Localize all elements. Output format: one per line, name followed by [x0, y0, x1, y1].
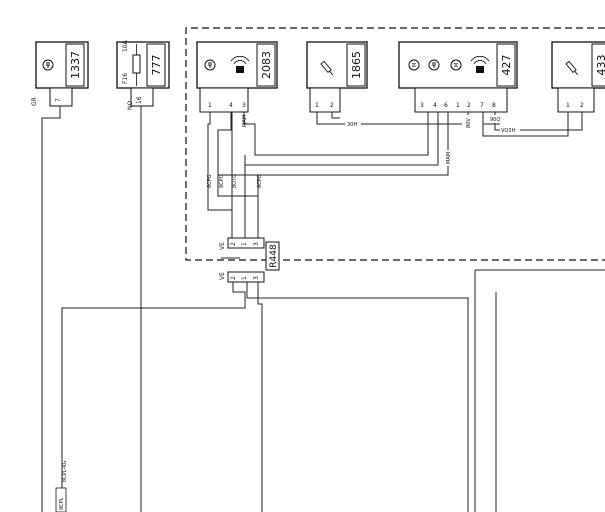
- pin-2083-3: 3: [242, 102, 246, 109]
- component-777: 777 F16 10A 16: [116, 39, 170, 107]
- pin-433-2: 2: [580, 102, 584, 109]
- wire-label-80v: 80V: [466, 118, 472, 128]
- r448-top-pin-1: 1: [241, 242, 248, 246]
- wire-label-8cpo-2: 8CPO: [257, 174, 263, 188]
- wire-label-8cpl-rg: 8CPL-RG: [62, 460, 68, 482]
- component-id-433: 433: [595, 55, 605, 76]
- connector-color-top: VE: [219, 242, 226, 250]
- fuse-label: F16: [122, 73, 129, 84]
- pin-1865-1: 1: [315, 102, 319, 109]
- r448-bottom-pin-3: 3: [253, 276, 260, 280]
- ground-icon: [42, 59, 54, 71]
- bottom-connector-tag: [55, 487, 67, 512]
- component-id-777: 777: [150, 55, 163, 76]
- svg-text:M: M: [412, 63, 418, 67]
- horn-icon: [204, 59, 216, 71]
- pin-2083-1: 1: [208, 102, 212, 109]
- wire-label-8cpo-1: 8CPO: [219, 174, 225, 188]
- pin-1337-7: 7: [55, 98, 62, 102]
- component-id-2083: 2083: [260, 51, 273, 79]
- component-id-427: 427: [500, 55, 513, 76]
- pin-427-4: 4: [433, 102, 437, 109]
- enclosure-dashed: [185, 27, 605, 261]
- r448-top-pin-2: 2: [230, 242, 237, 246]
- svg-text:M: M: [454, 63, 460, 67]
- pin-1865-2: 2: [330, 102, 334, 109]
- component-1337: 1337 7: [35, 41, 89, 107]
- wire-label-gr: GR: [31, 97, 38, 106]
- r448-top-pin-3: 3: [253, 242, 260, 246]
- pin-427-7: 7: [480, 102, 484, 109]
- wire-label-8cpg: 8CPG: [207, 174, 213, 188]
- component-427: 427 M M 3 4 6 1 2 7 8: [398, 41, 518, 113]
- wire-label-no: NO: [127, 101, 134, 110]
- component-1865: 1865 1 2: [306, 41, 368, 113]
- sensor-icon: [320, 60, 334, 76]
- bottom-tag-label: 8CPL: [59, 497, 65, 510]
- pin-777-16: 16: [136, 96, 143, 104]
- pin-433-1: 1: [566, 102, 570, 109]
- pin-427-1: 1: [456, 102, 460, 109]
- r448-bottom-pin-2: 2: [230, 276, 237, 280]
- wire-label-8otg: 8OTG: [232, 174, 238, 188]
- component-2083: 2083 1 4 3: [196, 41, 278, 113]
- sensor-icon: [565, 60, 579, 76]
- motor-icon: M: [408, 59, 420, 71]
- fuse-icon: [132, 54, 141, 74]
- connector-r448: 2 1 3 R448 VE 2 1 3 VE: [219, 237, 280, 283]
- component-id-1337: 1337: [69, 51, 82, 79]
- pin-427-3: 3: [420, 102, 424, 109]
- component-id-1865: 1865: [350, 51, 363, 79]
- wire-label-vo3h: VO3H: [501, 128, 515, 134]
- pin-427-6: 6: [444, 102, 448, 109]
- wire-label-mam-427: MAM: [446, 152, 452, 164]
- pin-427-8: 8: [492, 102, 496, 109]
- wire-label-90q: 90Q: [490, 117, 500, 123]
- siren-icon: [230, 55, 250, 73]
- fuse-rating: 10A: [122, 39, 129, 52]
- connector-color-bottom: VE: [219, 272, 226, 280]
- r448-bottom-pin-1: 1: [241, 276, 248, 280]
- pin-427-2: 2: [467, 102, 471, 109]
- component-433: 433 1 2: [551, 41, 605, 113]
- wire-label-30h: 30H: [347, 122, 357, 128]
- wire-label-mam-2083: MAM: [242, 115, 248, 127]
- connector-id-r448: R448: [269, 244, 279, 268]
- siren-icon: [470, 55, 490, 73]
- pin-2083-4: 4: [229, 102, 233, 109]
- motor-icon: M: [450, 59, 462, 71]
- ground-icon: [428, 59, 440, 71]
